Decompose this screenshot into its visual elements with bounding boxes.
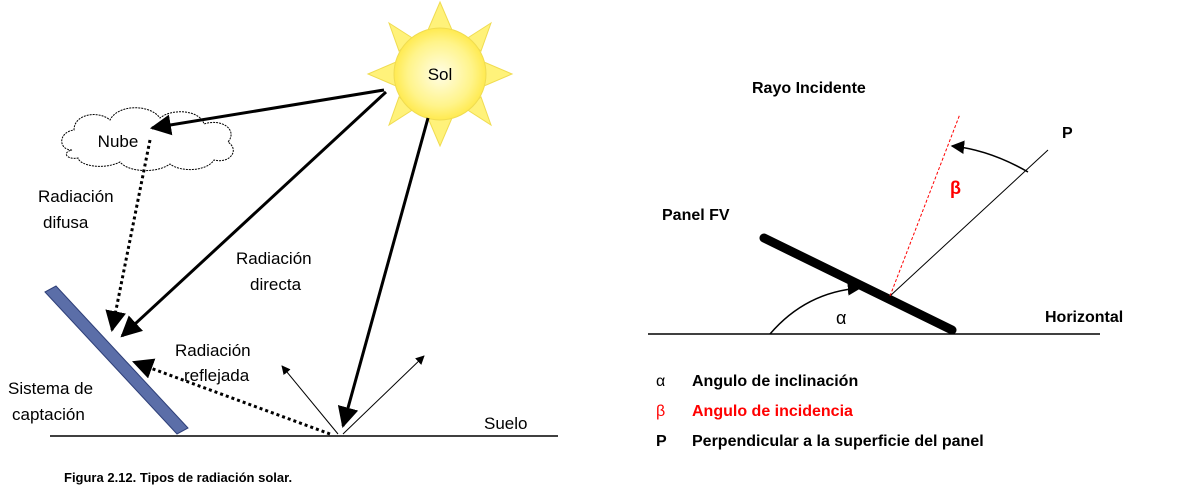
sun-disc bbox=[393, 27, 487, 121]
alpha-label: α bbox=[836, 308, 846, 328]
collector-panel bbox=[44, 285, 189, 435]
reflected-label-line1: Radiación bbox=[175, 341, 251, 360]
sun: Sol bbox=[366, 0, 514, 148]
sun-label: Sol bbox=[428, 65, 453, 84]
figure-caption: Figura 2.12. Tipos de radiación solar. bbox=[64, 470, 292, 485]
reflection-thin-arrow-right bbox=[342, 355, 425, 435]
reflection-thin-arrow-left bbox=[281, 365, 339, 435]
diffuse-label-line1: Radiación bbox=[38, 187, 114, 206]
collector-label-line2: captación bbox=[12, 405, 85, 424]
sun-to-ground-arrow bbox=[337, 117, 430, 429]
reflected-label-line2: reflejada bbox=[184, 366, 250, 385]
legend-p-text: Perpendicular a la superficie del panel bbox=[692, 433, 984, 450]
incident-ray-line bbox=[889, 113, 961, 297]
perpendicular-p-label: P bbox=[1062, 125, 1073, 142]
collector-label-line1: Sistema de bbox=[8, 379, 93, 398]
legend-alpha-text: Angulo de inclinación bbox=[692, 373, 858, 390]
beta-arc-arrow bbox=[950, 140, 1029, 173]
perpendicular-line bbox=[889, 149, 1049, 297]
legend-beta-symbol: β bbox=[656, 403, 665, 420]
direct-label-line1: Radiación bbox=[236, 249, 312, 268]
alpha-arc-arrow bbox=[769, 282, 862, 335]
diffuse-label-line2: difusa bbox=[43, 213, 89, 232]
panel-fv-label: Panel FV bbox=[662, 207, 730, 224]
direct-label-line2: directa bbox=[250, 275, 302, 294]
incident-ray-label: Rayo Incidente bbox=[752, 80, 866, 97]
sun-to-cloud-arrow bbox=[149, 88, 385, 136]
reflected-radiation-arrow bbox=[132, 358, 331, 436]
horizontal-label: Horizontal bbox=[1045, 309, 1123, 326]
cloud: Nube bbox=[61, 107, 234, 171]
cloud-label: Nube bbox=[98, 132, 139, 151]
diffuse-radiation-arrow bbox=[105, 139, 152, 333]
ground-label: Suelo bbox=[484, 414, 527, 433]
beta-label: β bbox=[950, 178, 961, 198]
legend-alpha-symbol: α bbox=[656, 373, 665, 390]
legend-p-symbol: P bbox=[656, 433, 667, 450]
pv-panel bbox=[759, 233, 957, 335]
direct-radiation-arrow bbox=[120, 90, 388, 338]
legend: α Angulo de inclinación β Angulo de inci… bbox=[656, 373, 984, 450]
legend-beta-text: Angulo de incidencia bbox=[692, 403, 853, 420]
